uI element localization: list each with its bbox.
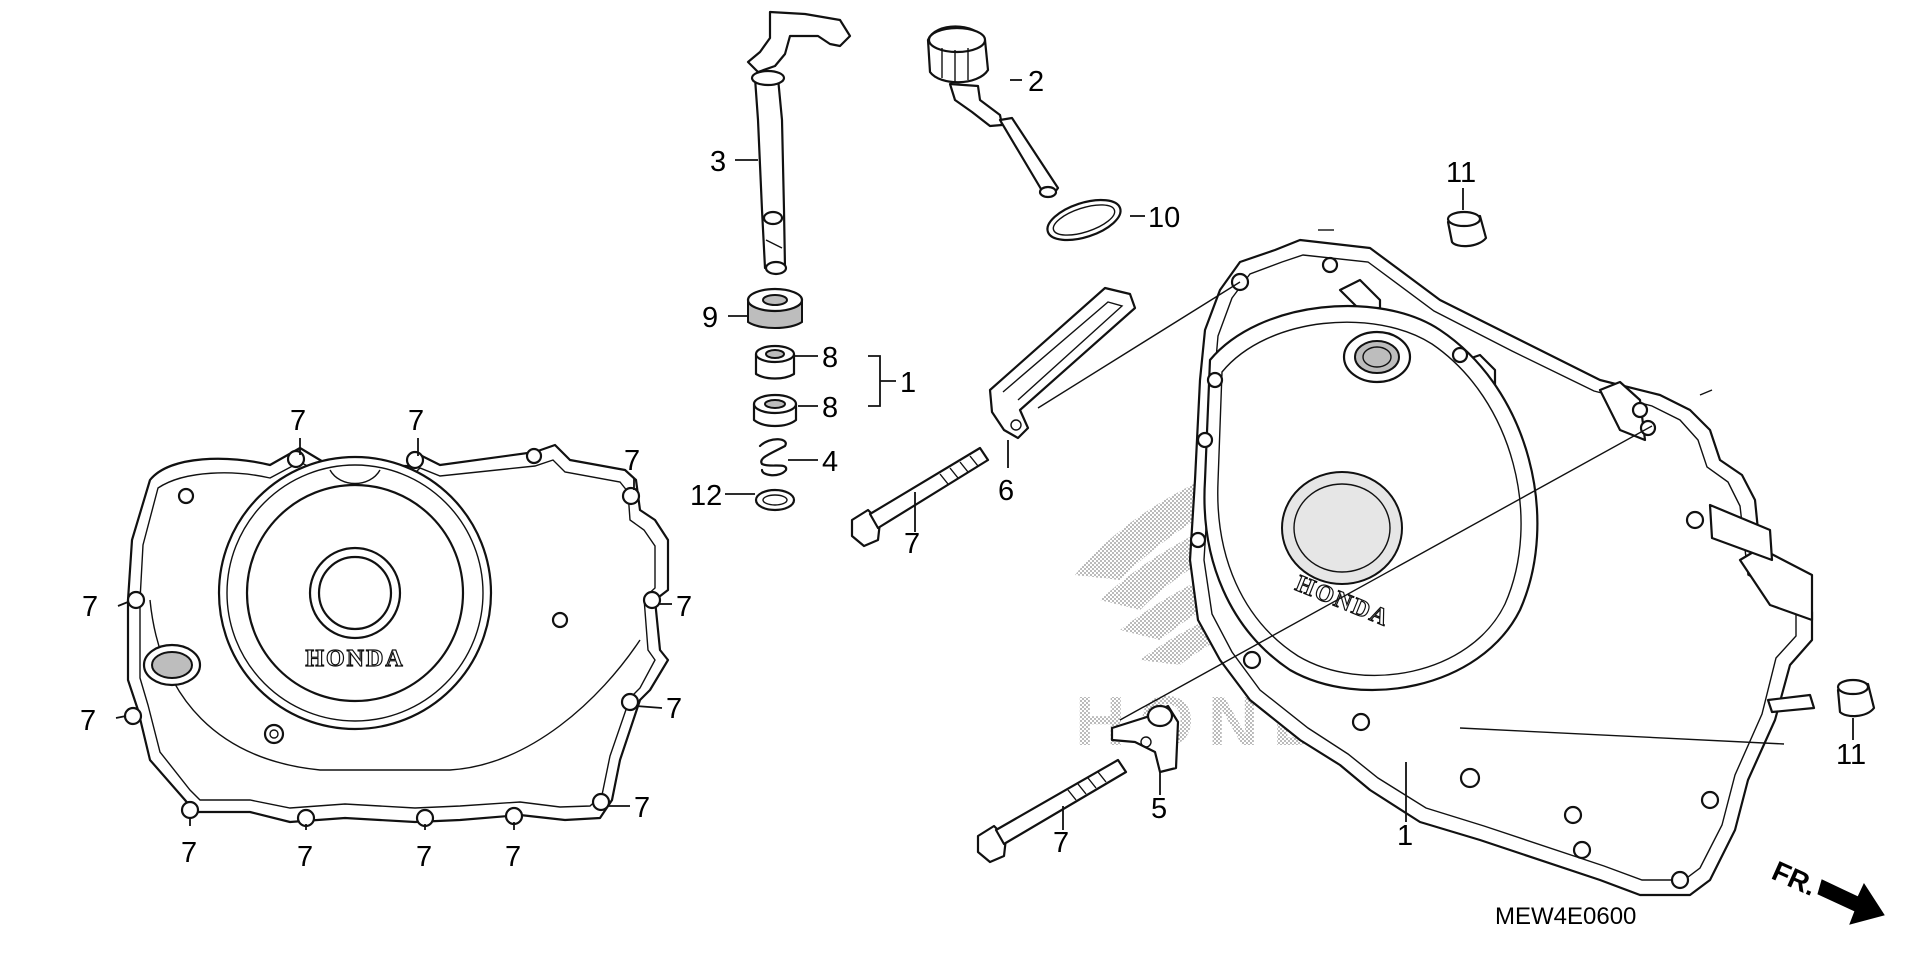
- callout-11-lower: 11: [1836, 739, 1866, 771]
- right-crankcase-cover: HONDA: [1188, 229, 1816, 897]
- callout-7-bolt-upper: 7: [904, 528, 920, 560]
- part-3-shaft: [746, 10, 852, 276]
- callout-10: 10: [1148, 202, 1180, 234]
- callout-7-left-bottom2: 7: [297, 841, 313, 873]
- part-2-dipstick: [926, 25, 1060, 199]
- callout-11-upper: 11: [1446, 157, 1476, 189]
- callout-7-left-right2: 7: [666, 693, 682, 725]
- callout-7-left-left2: 7: [80, 705, 96, 737]
- part-12-circlip: [754, 488, 796, 512]
- part-6-guide: [988, 286, 1137, 440]
- callout-8-lower: 8: [822, 392, 838, 424]
- right-cover-bolt-holes: [1189, 256, 1720, 890]
- left-cover-bolt-holes: [123, 447, 662, 828]
- front-label: FR.: [1768, 855, 1822, 902]
- callout-12: 12: [690, 480, 722, 512]
- callout-9: 9: [702, 302, 718, 334]
- part-8-collar-upper: [754, 344, 796, 380]
- flange-bolt-upper: [850, 446, 990, 548]
- callout-7-left-top1: 7: [290, 405, 306, 437]
- part-9-bearing: [746, 287, 804, 329]
- assembly-lines: [1037, 281, 1785, 745]
- callout-7-left-top2: 7: [408, 405, 424, 437]
- callout-7-left-right1: 7: [676, 591, 692, 623]
- part-4-spring: [758, 438, 788, 477]
- left-crankcase-cover: HONDA: [123, 443, 670, 828]
- callout-7-left-bottom4: 7: [505, 841, 521, 873]
- callout-4: 4: [822, 446, 838, 478]
- left-cover-brand-mark: HONDA: [305, 646, 404, 672]
- flange-bolt-lower: [976, 758, 1128, 864]
- callout-3: 3: [710, 146, 726, 178]
- callout-7-bolt-lower: 7: [1053, 827, 1069, 859]
- callout-7-left-right3: 7: [634, 792, 650, 824]
- callout-6: 6: [998, 475, 1014, 507]
- front-arrow-icon: [1817, 879, 1885, 925]
- callout-7-left-topright: 7: [624, 445, 640, 477]
- part-11-collar-lower: [1836, 678, 1876, 718]
- front-indicator: FR.: [1768, 855, 1885, 925]
- callout-8-upper: 8: [822, 342, 838, 374]
- callout-1-cover: 1: [1397, 820, 1413, 852]
- callout-5: 5: [1151, 793, 1167, 825]
- part-8-collar-lower: [752, 393, 798, 428]
- callout-1-bracket: 1: [900, 367, 916, 399]
- callout-7-left-left1: 7: [82, 591, 98, 623]
- callout-7-left-bottom3: 7: [416, 841, 432, 873]
- part-5-clamp: [1110, 704, 1180, 774]
- part-10-o-ring: [1046, 198, 1122, 242]
- callouts: 2 3 10 11 9 8 8 1 4 12 6 7 5 7 1 11 7 7 …: [80, 66, 1866, 873]
- diagram-code: MEW4E0600: [1495, 903, 1636, 930]
- callout-2: 2: [1028, 66, 1044, 98]
- callout-7-left-bottom1: 7: [181, 837, 197, 869]
- leader-lines: [115, 79, 1854, 830]
- part-11-collar-upper: [1446, 210, 1488, 248]
